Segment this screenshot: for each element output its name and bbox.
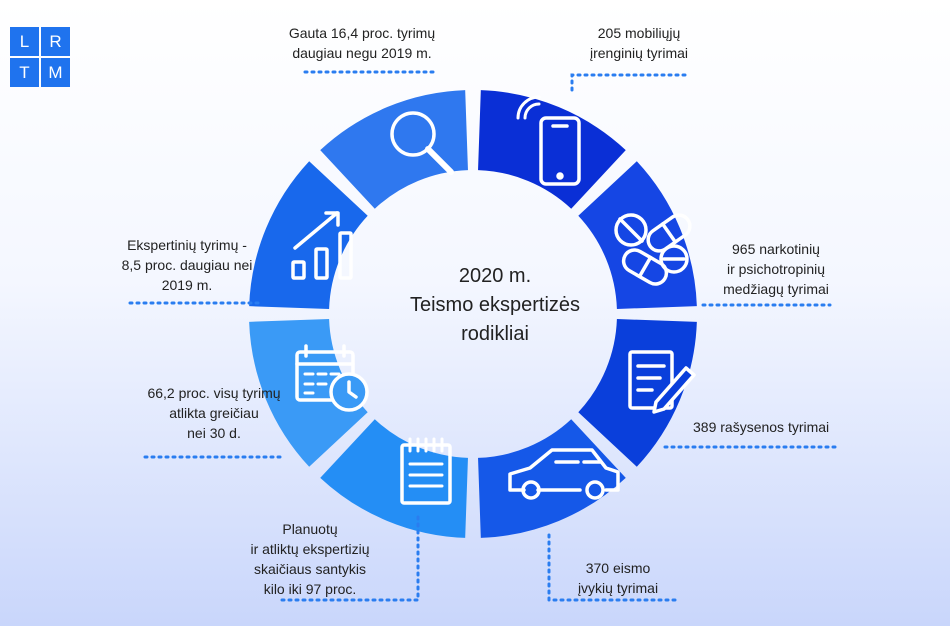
- logo-letter: R: [41, 27, 70, 56]
- label-mobile: 205 mobiliųjų įrenginių tyrimai: [576, 23, 702, 63]
- label-drugs: 965 narkotinių ir psichotropinių medžiag…: [715, 239, 837, 299]
- ring-segment-traffic: [478, 419, 626, 538]
- lrtm-logo: L R T M: [10, 27, 70, 88]
- label-line: ir psichotropinių: [726, 261, 826, 277]
- label-line: 66,2 proc. visų tyrimų: [147, 385, 281, 401]
- label-line: įvykių tyrimai: [577, 580, 659, 596]
- leader-line-mobile: [570, 73, 692, 92]
- center-title: 2020 m. Teismo ekspertizės rodikliai: [385, 262, 605, 349]
- pills-icon: [614, 213, 692, 286]
- bar-chart-icon: [291, 211, 353, 280]
- label-line: nei 30 d.: [187, 425, 241, 441]
- car-icon: [508, 448, 620, 500]
- logo-letter: L: [10, 27, 39, 56]
- label-line: Planuotų: [282, 521, 338, 537]
- magnifier-icon: [390, 111, 454, 175]
- label-line: 389 rašysenos tyrimai: [693, 419, 830, 435]
- ring-segment-handwriting: [578, 319, 697, 467]
- document-pen-icon: [628, 350, 696, 414]
- label-traffic: 370 eismo įvykių tyrimai: [566, 558, 670, 598]
- label-line: 965 narkotinių: [732, 241, 820, 257]
- label-speed: 66,2 proc. visų tyrimų atlikta greičiau …: [128, 383, 300, 443]
- label-ratio: Planuotų ir atliktų ekspertizių skaičiau…: [230, 519, 390, 599]
- leader-line-traffic: [547, 533, 677, 602]
- label-line: 2019 m.: [161, 277, 213, 293]
- label-line: medžiagų tyrimai: [723, 281, 829, 297]
- ring-segment-ratio: [320, 419, 468, 538]
- leader-lines: [128, 70, 837, 602]
- label-received: Gauta 16,4 proc. tyrimų daugiau negu 201…: [277, 23, 447, 63]
- center-year: 2020 m.: [458, 265, 532, 287]
- label-line: daugiau negu 2019 m.: [292, 45, 432, 61]
- label-growth: Ekspertinių tyrimų - 8,5 proc. daugiau n…: [97, 235, 277, 295]
- calendar-clock-icon: [295, 344, 369, 412]
- center-heading: Teismo ekspertizės: [409, 294, 581, 316]
- notepad-icon: [400, 437, 452, 505]
- label-handwriting: 389 rašysenos tyrimai: [693, 417, 853, 437]
- label-line: 370 eismo: [585, 560, 651, 576]
- smartphone-icon: [516, 95, 581, 186]
- ring-segment-mobile: [478, 90, 626, 209]
- leader-line-ratio: [278, 515, 420, 602]
- label-line: 8,5 proc. daugiau nei: [121, 257, 253, 273]
- label-line: skaičiaus santykis: [253, 561, 367, 577]
- label-line: kilo iki 97 proc.: [263, 581, 357, 597]
- ring-segment-received: [320, 90, 468, 209]
- label-line: įrenginių tyrimai: [589, 45, 689, 61]
- label-line: 205 mobiliųjų: [597, 25, 681, 41]
- label-line: ir atliktų ekspertizių: [250, 541, 370, 557]
- label-line: Gauta 16,4 proc. tyrimų: [288, 25, 436, 41]
- label-line: Ekspertinių tyrimų -: [127, 237, 247, 253]
- logo-letter: T: [10, 58, 39, 87]
- center-subheading: rodikliai: [461, 323, 529, 345]
- label-line: atlikta greičiau: [169, 405, 259, 421]
- logo-letter: M: [41, 58, 70, 87]
